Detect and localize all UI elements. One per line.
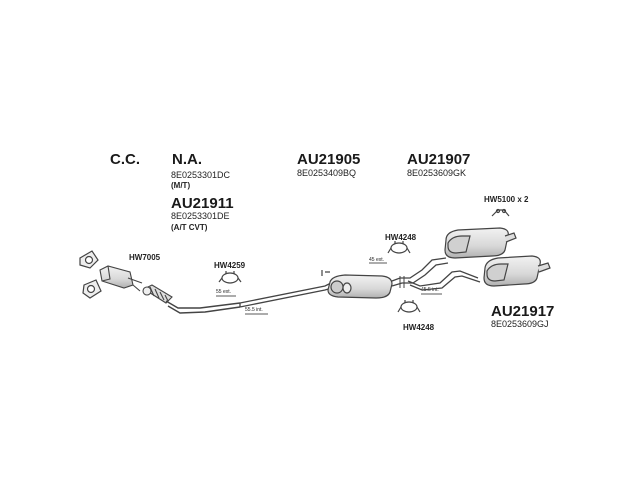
center-muffler <box>321 270 393 299</box>
front-flex-pipe <box>142 284 241 314</box>
hw7005-gasket-bottom <box>82 279 102 299</box>
front-at-oem: 8E0253301DE <box>171 211 230 221</box>
dimension-markers <box>216 262 442 315</box>
hw4248-bottom-clamp <box>397 300 421 313</box>
front-at-part-number: AU21911 <box>171 195 234 212</box>
center-oem: 8E0253409BQ <box>297 168 357 178</box>
na-label: N.A. <box>172 151 202 168</box>
lower-rear-muffler <box>483 255 551 287</box>
dim-55-5-int: 55.5 int. <box>245 307 263 313</box>
hw4248-top-clamp <box>387 241 411 254</box>
rear-lower-part-number: AU21917 <box>491 303 555 320</box>
hw7005-gasket-top <box>79 250 99 269</box>
upper-rear-muffler <box>444 227 517 259</box>
rear-upper-oem: 8E0253609GK <box>407 168 467 178</box>
hw4259-clamp <box>218 271 242 284</box>
hw5100-hanger <box>491 208 510 217</box>
rear-lower-oem: 8E0253609GJ <box>491 319 549 329</box>
center-to-rear-pipe <box>391 257 481 291</box>
hw4248-top-label: HW4248 <box>385 233 417 242</box>
dim-45-ext: 45 ext. <box>369 257 385 263</box>
center-part-number: AU21905 <box>297 151 361 168</box>
front-mt-oem: 8E0253301DC <box>171 170 231 180</box>
cc-label: C.C. <box>110 151 140 168</box>
hw4259-label: HW4259 <box>214 261 246 270</box>
hw5100-label: HW5100 x 2 <box>484 195 529 204</box>
front-at-note: (A/T CVT) <box>171 223 208 232</box>
dim-55-ext: 55 ext. <box>216 289 232 295</box>
hw4248-bottom-label: HW4248 <box>403 323 435 332</box>
front-mt-note: (M/T) <box>171 181 191 190</box>
rear-upper-part-number: AU21907 <box>407 151 471 168</box>
mid-pipe <box>239 281 336 308</box>
dim-45-5-int: 45.5 int. <box>421 287 439 293</box>
hw7005-label: HW7005 <box>129 253 161 262</box>
front-catalytic-converter <box>99 265 143 292</box>
